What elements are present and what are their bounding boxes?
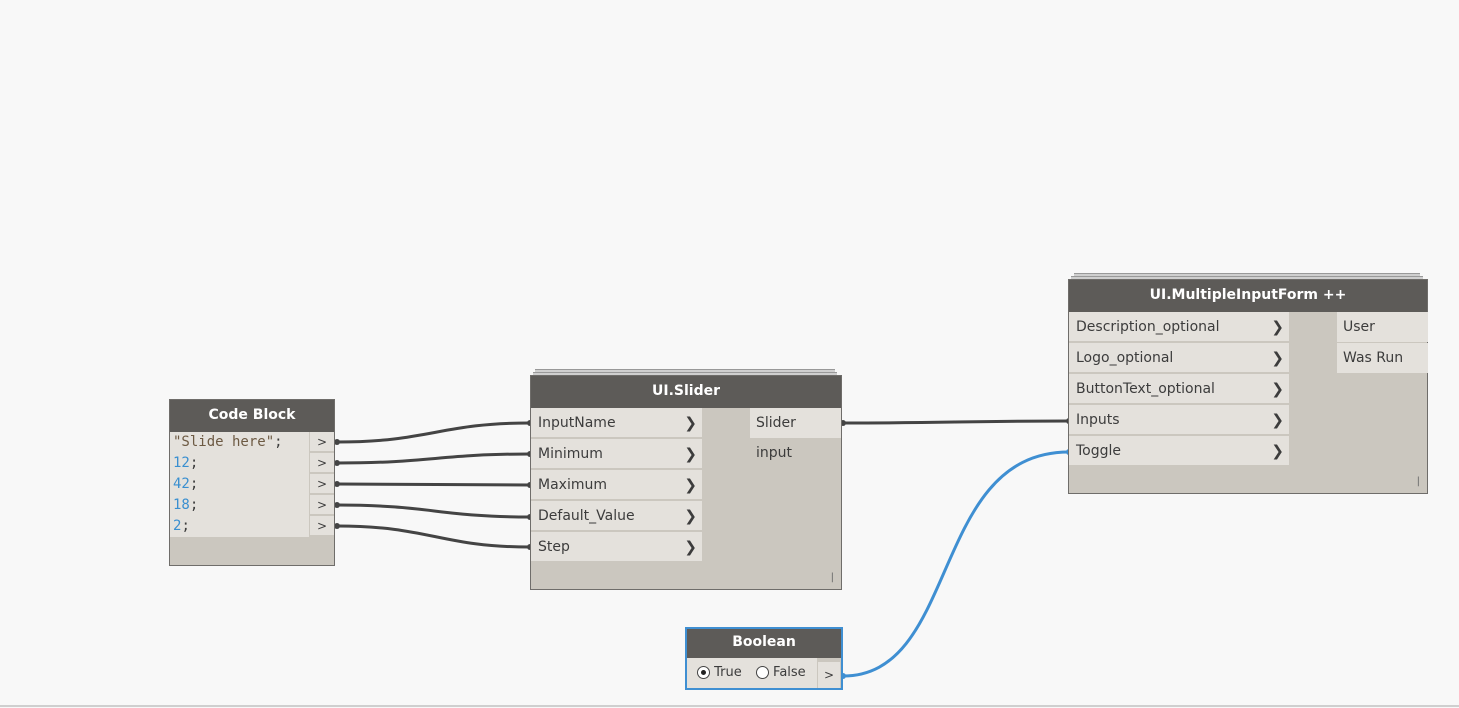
wire-code-to-inputname <box>336 421 531 444</box>
code-block-node[interactable]: Code Block "Slide here"; 12; 42; 18; 2; … <box>169 399 335 566</box>
resize-handle[interactable]: | <box>1416 476 1420 487</box>
input-port-description-optional[interactable]: Description_optional❯ <box>1069 312 1289 342</box>
code-line[interactable]: 18; <box>170 495 309 516</box>
chevron-right-icon: ❯ <box>684 507 697 525</box>
input-port-maximum[interactable]: Maximum❯ <box>531 470 702 500</box>
chevron-right-icon: ❯ <box>1271 380 1284 398</box>
output-port-user-inputs[interactable]: User Inputs <box>1337 312 1428 365</box>
wire-code-to-minimum <box>336 452 531 465</box>
input-port-default-value[interactable]: Default_Value❯ <box>531 501 702 531</box>
wire-slider-to-inputs <box>842 419 1070 425</box>
canvas-bottom-border <box>0 705 1459 707</box>
boolean-output-port[interactable]: > <box>818 662 840 688</box>
output-port-was-run[interactable]: Was Run <box>1337 343 1428 373</box>
chevron-right-icon: ❯ <box>684 414 697 432</box>
resize-handle[interactable]: | <box>830 572 834 583</box>
input-port-inputname[interactable]: InputName❯ <box>531 408 702 438</box>
chevron-right-icon: ❯ <box>684 538 697 556</box>
code-output-port[interactable]: > <box>310 516 334 536</box>
input-port-toggle[interactable]: Toggle❯ <box>1069 436 1289 466</box>
node-stack-edge <box>533 372 837 375</box>
chevron-right-icon: ❯ <box>1271 442 1284 460</box>
chevron-right-icon: ❯ <box>1271 349 1284 367</box>
false-radio[interactable] <box>755 666 769 679</box>
ui-slider-title: UI.Slider <box>531 376 841 408</box>
multiple-input-form-node[interactable]: UI.MultipleInputForm ++ Description_opti… <box>1068 279 1428 494</box>
input-port-buttontext-optional[interactable]: ButtonText_optional❯ <box>1069 374 1289 404</box>
true-radio[interactable] <box>697 666 710 679</box>
boolean-node[interactable]: Boolean True False > <box>685 627 843 690</box>
node-stack-edge <box>535 369 835 372</box>
ui-slider-node[interactable]: UI.Slider InputName❯ Minimum❯ Maximum❯ D… <box>530 375 842 590</box>
chevron-right-icon: ❯ <box>1271 411 1284 429</box>
node-stack-edge <box>1071 276 1423 279</box>
form-node-title: UI.MultipleInputForm ++ <box>1069 280 1427 312</box>
output-port-slider-input[interactable]: Slider input <box>750 408 841 461</box>
chevron-right-icon: ❯ <box>684 476 697 494</box>
boolean-toggle-group: True False <box>687 658 817 688</box>
input-port-step[interactable]: Step❯ <box>531 532 702 562</box>
node-stack-edge <box>1074 273 1420 276</box>
code-output-port[interactable]: > <box>310 432 334 452</box>
wire-boolean-to-toggle <box>842 450 1070 678</box>
code-output-port[interactable]: > <box>310 474 334 494</box>
true-label[interactable]: True <box>714 665 742 680</box>
wire-code-to-maximum <box>336 482 531 487</box>
chevron-right-icon: ❯ <box>1271 318 1284 336</box>
chevron-right-icon: ❯ <box>684 445 697 463</box>
code-line[interactable]: 42; <box>170 474 309 495</box>
code-line[interactable]: 12; <box>170 453 309 474</box>
input-port-logo-optional[interactable]: Logo_optional❯ <box>1069 343 1289 373</box>
false-label[interactable]: False <box>773 665 806 680</box>
boolean-title: Boolean <box>687 629 841 658</box>
input-port-minimum[interactable]: Minimum❯ <box>531 439 702 469</box>
code-line[interactable]: 2; <box>170 516 309 537</box>
wire-code-to-default <box>336 503 531 519</box>
code-block-title: Code Block <box>170 400 334 432</box>
code-line[interactable]: "Slide here"; <box>170 432 309 453</box>
code-output-port[interactable]: > <box>310 495 334 515</box>
wire-code-to-step <box>336 524 531 549</box>
code-output-port[interactable]: > <box>310 453 334 473</box>
input-port-inputs[interactable]: Inputs❯ <box>1069 405 1289 435</box>
